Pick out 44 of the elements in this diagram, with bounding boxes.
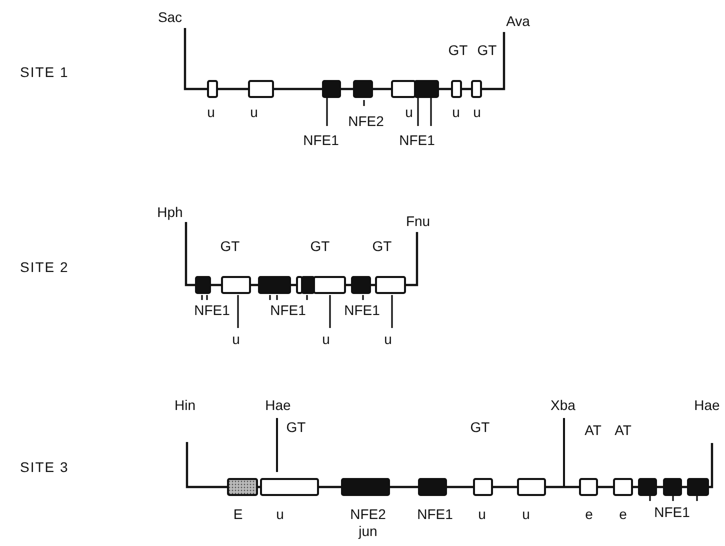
binding-site-label: e (619, 507, 627, 521)
restriction-site-label: Sac (158, 10, 182, 24)
binding-site-label: GT (220, 239, 240, 253)
restriction-site-label: Hae (265, 398, 291, 412)
binding-site-label: u (322, 332, 330, 346)
restriction-site-label: Hin (174, 398, 196, 412)
binding-site-label: GT (470, 420, 490, 434)
binding-site-label: u (452, 105, 460, 119)
binding-site-label: NFE1 (399, 133, 435, 147)
binding-site-label: u (250, 105, 258, 119)
binding-site-label: u (276, 507, 284, 521)
binding-site-label: u (207, 105, 215, 119)
restriction-site-label: Hae (694, 398, 720, 412)
binding-site-label: u (522, 507, 530, 521)
binding-site-label: NFE2 (348, 114, 384, 128)
restriction-site-label: Xba (550, 398, 576, 412)
site-label: SITE 1 (20, 65, 69, 79)
binding-site-label: NFE1 (303, 133, 339, 147)
binding-site-label: GT (477, 43, 497, 57)
binding-site-label: GT (372, 239, 392, 253)
binding-site-label: u (405, 105, 413, 119)
binding-site-label: NFE1 (344, 303, 380, 317)
binding-site-label: AT (584, 423, 602, 437)
binding-site-label: u (232, 332, 240, 346)
binding-site-label: NFE2 (350, 507, 386, 521)
binding-site-label: u (473, 105, 481, 119)
binding-site-label: GT (286, 420, 306, 434)
restriction-site-label: Ava (506, 14, 530, 28)
binding-site-label: jun (358, 524, 378, 538)
binding-site-label: GT (310, 239, 330, 253)
site-label: SITE 3 (20, 460, 69, 474)
binding-site-label: E (233, 507, 243, 521)
binding-site-label: NFE1 (194, 303, 230, 317)
site-label: SITE 2 (20, 260, 69, 274)
binding-site-label: u (478, 507, 486, 521)
binding-site-label: NFE1 (417, 507, 453, 521)
binding-site-label: AT (614, 423, 632, 437)
binding-site-label: e (585, 507, 593, 521)
binding-site-label: u (384, 332, 392, 346)
restriction-site-label: Fnu (406, 214, 430, 228)
restriction-site-label: Hph (157, 205, 183, 219)
binding-site-label: GT (448, 43, 468, 57)
binding-site-label: NFE1 (654, 505, 690, 519)
binding-site-label: NFE1 (270, 303, 306, 317)
